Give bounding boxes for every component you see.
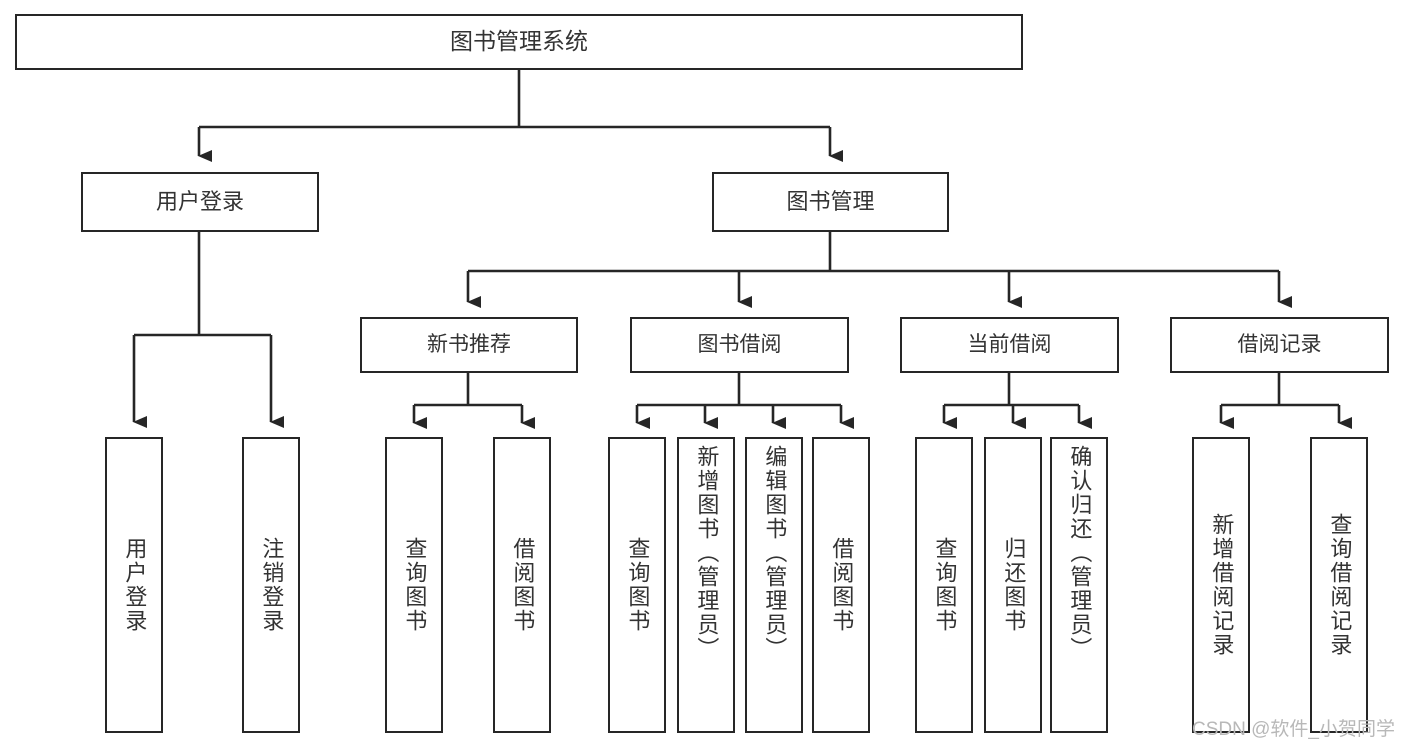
node-borrow-record[interactable]: 借阅记录 xyxy=(1170,317,1389,373)
node-leaf-borrow-book-2[interactable]: 借阅图书 xyxy=(812,437,870,733)
node-leaf-add-record-label: 新增借阅记录 xyxy=(1209,513,1235,657)
node-leaf-logout-label: 注销登录 xyxy=(259,537,285,633)
node-book-borrow-label: 图书借阅 xyxy=(697,333,782,357)
node-leaf-borrow-book-1[interactable]: 借阅图书 xyxy=(493,437,551,733)
node-leaf-query-record[interactable]: 查询借阅记录 xyxy=(1310,437,1368,733)
node-leaf-return-book[interactable]: 归还图书 xyxy=(984,437,1042,733)
node-leaf-add-book[interactable]: 新增图书（管理员） xyxy=(677,437,735,733)
node-leaf-logout[interactable]: 注销登录 xyxy=(242,437,300,733)
node-current-borrow[interactable]: 当前借阅 xyxy=(900,317,1119,373)
node-user-login[interactable]: 用户登录 xyxy=(81,172,319,232)
node-leaf-add-record[interactable]: 新增借阅记录 xyxy=(1192,437,1250,733)
node-leaf-edit-book[interactable]: 编辑图书（管理员） xyxy=(745,437,803,733)
node-leaf-user-login-label: 用户登录 xyxy=(122,537,148,633)
node-current-borrow-label: 当前借阅 xyxy=(967,333,1052,357)
node-leaf-return-book-label: 归还图书 xyxy=(1001,537,1027,633)
node-new-book-recommend-label: 新书推荐 xyxy=(427,333,511,357)
node-leaf-confirm-return[interactable]: 确认归还（管理员） xyxy=(1050,437,1108,733)
node-leaf-borrow-book-2-label: 借阅图书 xyxy=(829,537,855,633)
node-leaf-query-book-3[interactable]: 查询图书 xyxy=(915,437,973,733)
node-leaf-query-record-label: 查询借阅记录 xyxy=(1327,513,1353,657)
node-leaf-query-book-2-label: 查询图书 xyxy=(625,537,651,633)
node-leaf-confirm-return-label: 确认归还（管理员） xyxy=(1067,445,1093,661)
node-book-manage-label: 图书管理 xyxy=(786,188,875,214)
node-leaf-query-book-3-label: 查询图书 xyxy=(932,537,958,633)
node-book-borrow[interactable]: 图书借阅 xyxy=(630,317,849,373)
node-root-label: 图书管理系统 xyxy=(450,28,588,55)
node-leaf-query-book-2[interactable]: 查询图书 xyxy=(608,437,666,733)
node-leaf-user-login[interactable]: 用户登录 xyxy=(105,437,163,733)
node-leaf-query-book-1-label: 查询图书 xyxy=(402,537,428,633)
node-leaf-edit-book-label: 编辑图书（管理员） xyxy=(762,445,788,661)
node-new-book-recommend[interactable]: 新书推荐 xyxy=(360,317,578,373)
node-user-login-label: 用户登录 xyxy=(155,188,244,214)
node-book-manage[interactable]: 图书管理 xyxy=(712,172,949,232)
node-leaf-borrow-book-1-label: 借阅图书 xyxy=(510,537,536,633)
node-borrow-record-label: 借阅记录 xyxy=(1237,333,1322,357)
node-leaf-add-book-label: 新增图书（管理员） xyxy=(694,445,720,661)
node-root-system[interactable]: 图书管理系统 xyxy=(15,14,1023,70)
node-leaf-query-book-1[interactable]: 查询图书 xyxy=(385,437,443,733)
